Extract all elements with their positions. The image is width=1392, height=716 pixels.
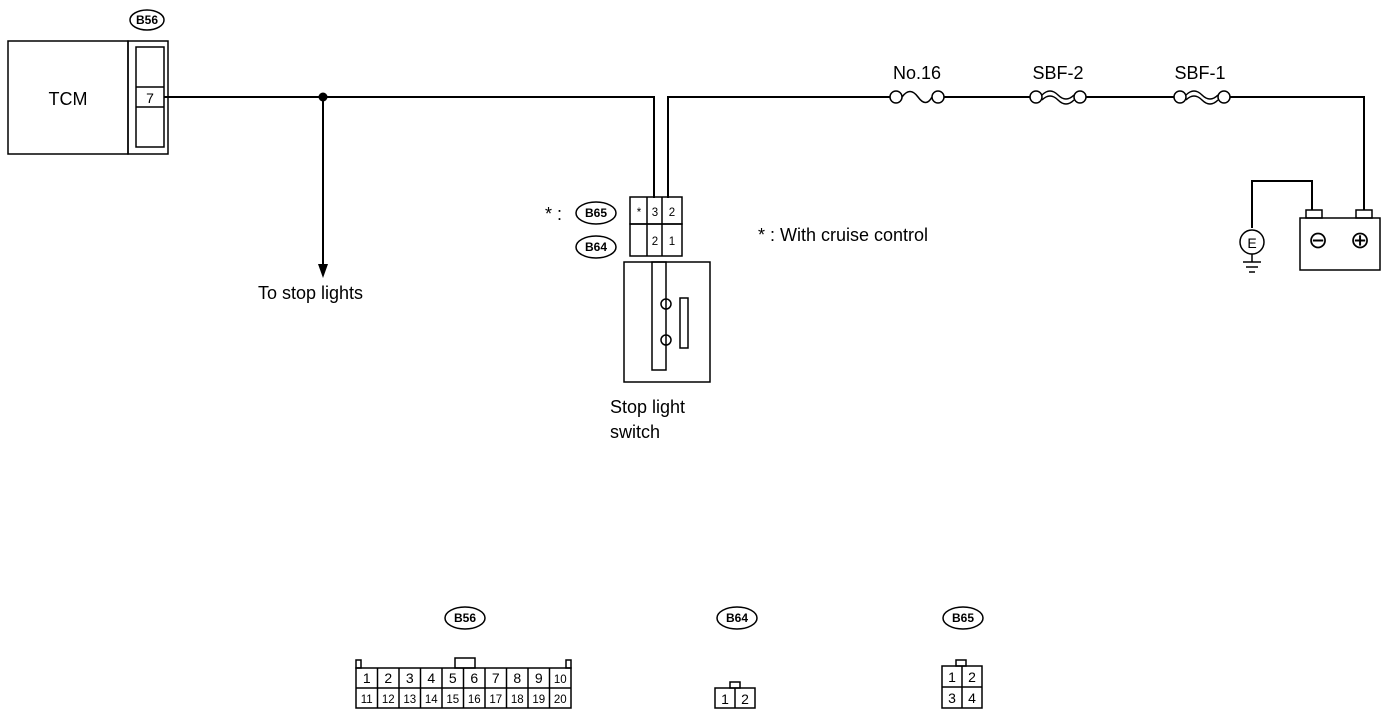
battery-terminal-negative	[1305, 209, 1323, 219]
stop-light-switch: Stop light switch	[610, 261, 711, 442]
b56-view-pin-6: 6	[470, 670, 478, 686]
stop-lights-label: To stop lights	[258, 283, 363, 303]
b65-view-pin-3: 3	[948, 690, 956, 706]
connector-tag-b56-text: B56	[136, 13, 158, 27]
b56-view-pin-20: 20	[554, 694, 567, 706]
b56-view-pin-2: 2	[384, 670, 392, 686]
connector-view-b64-tag	[716, 606, 758, 630]
b56-view-pin-9: 9	[535, 670, 543, 686]
b56-view-pin-7: 7	[492, 670, 500, 686]
connector-view-b65-id: B65	[952, 611, 974, 625]
battery-terminal-positive	[1355, 209, 1373, 219]
connector-view-b64: B64 1 2	[714, 606, 758, 709]
battery-positive-icon: ⊕	[1350, 227, 1370, 254]
b65-pin-3: 3	[652, 207, 658, 219]
b56-view-pin-16: 16	[468, 694, 481, 706]
wire-tcm-to-switch	[164, 96, 655, 198]
connector-tag-b56	[129, 9, 165, 31]
b56-view-pin-19: 19	[532, 694, 545, 706]
fuse-no16-label: No.16	[893, 63, 941, 83]
connector-view-b65: B65 1 2 3 4	[941, 606, 984, 709]
fuse-sbf1-label: SBF-1	[1174, 63, 1225, 83]
b56-view-pin-13: 13	[403, 694, 416, 706]
b56-view-pin-8: 8	[513, 670, 521, 686]
switch-contact-lower	[660, 334, 672, 346]
b56-view-pin-3: 3	[406, 670, 414, 686]
connector-b64-block	[629, 223, 683, 257]
b65-view-pin-4: 4	[968, 690, 976, 706]
fuse-no16: No.16	[889, 63, 945, 104]
b56-view-pin-5: 5	[449, 670, 457, 686]
fuse-sbf2: SBF-2	[1029, 63, 1087, 105]
b56-latch	[454, 657, 476, 669]
b56-view-pin-4: 4	[427, 670, 435, 686]
b56-view-pin-1: 1	[363, 670, 371, 686]
switch-connectors: * 3 2 2 1 * : B65 B64	[545, 196, 683, 259]
connector-view-b64-id: B64	[726, 611, 748, 625]
ground-symbol: E	[1247, 235, 1256, 251]
fuse-sbf1: SBF-1	[1173, 63, 1231, 105]
b56-view-pin-11: 11	[361, 694, 373, 706]
battery: ⊖ ⊕	[1299, 209, 1381, 271]
switch-contact-upper	[660, 298, 672, 310]
wire-switch-to-fuse	[667, 96, 890, 198]
b65-view-pin-2: 2	[968, 669, 976, 685]
b64-view-pin-1: 1	[721, 691, 729, 707]
b64-pin-2: 2	[652, 236, 658, 248]
tcm-module: TCM 7 B56	[7, 9, 169, 155]
b56-view-pin-10: 10	[554, 674, 567, 686]
connector-view-b56-id: B56	[454, 611, 476, 625]
cruise-control-note: * : With cruise control	[758, 225, 928, 245]
b64-pin-1: 1	[669, 236, 675, 248]
b64-view-pin-2: 2	[741, 691, 749, 707]
connector-view-b56-tag	[444, 606, 486, 630]
switch-contact-bar	[679, 297, 689, 349]
ground-icon: E	[1239, 229, 1265, 273]
b65-pin-asterisk: *	[637, 207, 642, 219]
switch-plunger	[651, 261, 667, 371]
b56-view-pin-14: 14	[425, 694, 438, 706]
fuse-sbf2-label: SBF-2	[1032, 63, 1083, 83]
b56-view-pin-12: 12	[382, 694, 395, 706]
switch-label-line1: Stop light	[610, 397, 685, 417]
connector-tag-b65-text: B65	[585, 206, 607, 220]
connector-tag-b64-text: B64	[585, 240, 607, 254]
b56-view-pin-18: 18	[511, 694, 524, 706]
connector-view-b65-tag	[942, 606, 984, 630]
wire-to-battery-positive	[1230, 96, 1365, 210]
arrow-down-icon	[318, 264, 328, 278]
b56-view-pin-17: 17	[489, 694, 502, 706]
connector-tag-b64	[575, 235, 617, 259]
b65-pin-2: 2	[669, 207, 675, 219]
b65-view-pin-1: 1	[948, 669, 956, 685]
battery-body	[1299, 217, 1381, 271]
b56-view-pin-15: 15	[446, 694, 459, 706]
connector-tag-b65	[575, 201, 617, 225]
tcm-pin-7: 7	[146, 90, 154, 106]
battery-negative-icon: ⊖	[1308, 227, 1328, 254]
b65-asterisk-prefix: * :	[545, 204, 562, 224]
switch-label-line2: switch	[610, 422, 660, 442]
tcm-label: TCM	[49, 89, 88, 109]
wire-battery-to-ground	[1251, 180, 1313, 228]
switch-body	[623, 261, 711, 383]
